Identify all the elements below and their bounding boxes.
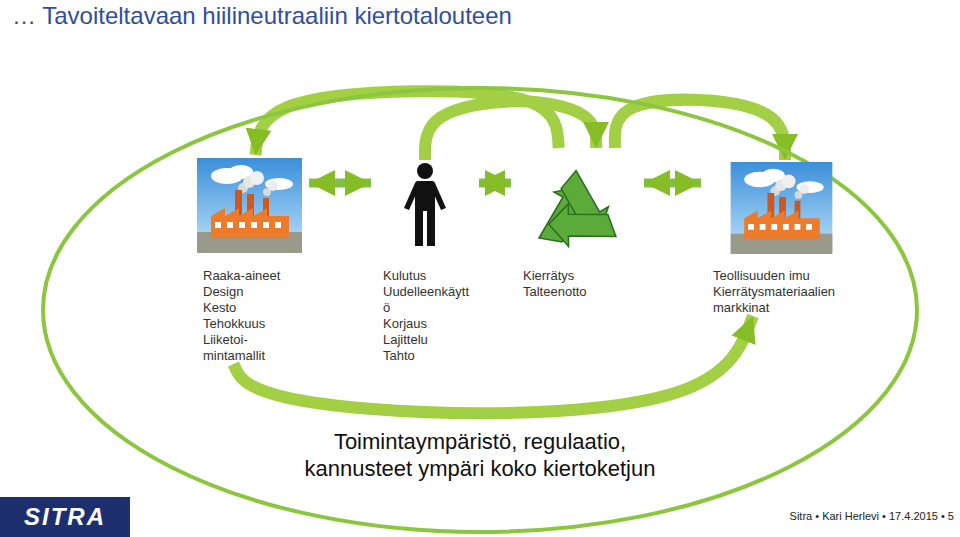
- logo-text: SITRA: [0, 497, 130, 537]
- flow-arrow: [425, 101, 596, 160]
- person-icon: [400, 162, 450, 247]
- factory-icon: [197, 158, 302, 253]
- industry-stage: Teollisuuden imuKierrätysmateriaalien ma…: [705, 160, 865, 316]
- flow-arrow: [234, 316, 754, 413]
- stage-item: Talteenotto: [523, 284, 640, 300]
- cycle-ellipse: Toimintaympäristö, regulaatio, kannustee…: [40, 85, 920, 535]
- slide-title: … Tavoiteltavaan hiilineutraaliin kierto…: [12, 2, 512, 30]
- stage-item: Kulutus: [383, 268, 475, 284]
- footer-text: Sitra • Kari Herlevi • 17.4.2015 • 5: [700, 510, 954, 522]
- flow-arrow: [615, 100, 785, 160]
- stage-item: Liiketoi- mintamallit: [203, 332, 305, 364]
- stage-item: Tehokkuus: [203, 316, 305, 332]
- stage-item: Kierrätysmateriaalien markkinat: [713, 284, 865, 316]
- stage-item: Design: [203, 284, 305, 300]
- exchange-arrow: [644, 179, 701, 188]
- stage-item: Uudelleenkäytt ö: [383, 284, 475, 316]
- stage-item: Korjaus: [383, 316, 475, 332]
- consumption-stage: KulutusUudelleenkäytt öKorjausLajitteluT…: [375, 160, 475, 364]
- exchange-arrow: [309, 179, 371, 188]
- stage-item: Tahto: [383, 348, 475, 364]
- stage-item: Teollisuuden imu: [713, 268, 865, 284]
- recycle-icon: [517, 150, 637, 265]
- recycling-stage: KierrätysTalteenotto: [515, 148, 640, 300]
- logo-panel: [0, 497, 130, 537]
- stage-item: Lajittelu: [383, 332, 475, 348]
- stage-item: Raaka-aineet: [203, 268, 305, 284]
- factory-icon: [725, 162, 838, 254]
- context-statement: Toimintaympäristö, regulaatio, kannustee…: [290, 428, 670, 482]
- exchange-arrow: [479, 179, 511, 188]
- stage-item: Kierrätys: [523, 268, 640, 284]
- stage-item: Kesto: [203, 300, 305, 316]
- raw-material-stage: Raaka-aineetDesignKestoTehokkuusLiiketoi…: [195, 155, 305, 364]
